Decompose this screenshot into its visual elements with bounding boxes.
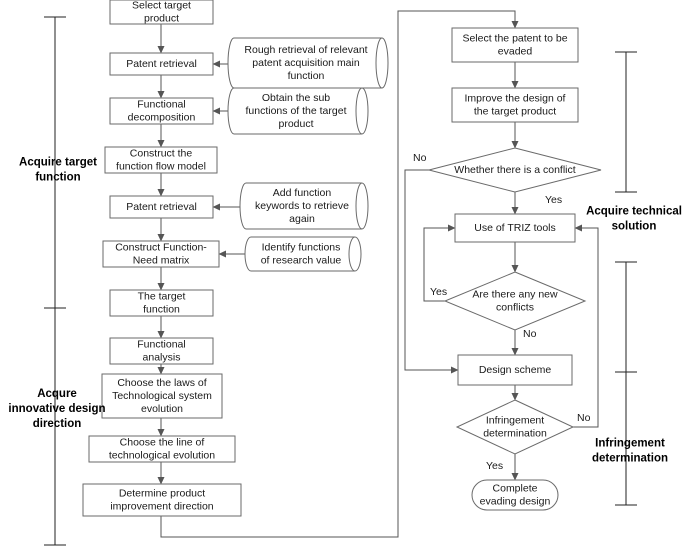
- note-identify-functions-cylinder-end: [348, 236, 356, 272]
- select-target-product-box: [109, 0, 214, 25]
- phase-acquire-innovative-direction-line-1: Acqure: [37, 388, 77, 400]
- infringement-decision-diamond: [455, 399, 575, 455]
- label-new-conflicts-yes: Yes: [430, 286, 447, 298]
- determine-direction-line-2: improvement direction: [110, 501, 213, 513]
- label-conflict-yes: Yes: [545, 194, 562, 206]
- improve-design-line-1: Improve the design of: [465, 93, 566, 105]
- design-scheme-line-1: Design scheme: [479, 364, 552, 376]
- note-rough-retrieval-line-2: patent acquisition main: [252, 57, 360, 69]
- construct-flow-model-line-1: Construct the: [130, 148, 193, 160]
- functional-decomposition-box: [109, 97, 214, 125]
- note-rough-retrieval-cylinder-end: [375, 37, 383, 89]
- conflict-decision-line-1: Whether there is a conflict: [454, 164, 575, 176]
- select-patent-box: [451, 27, 579, 63]
- note-add-keywords-cylinder-end: [355, 182, 363, 230]
- determine-direction-box: [82, 483, 242, 517]
- note-identify-functions-line-2: of research value: [261, 255, 342, 267]
- label-infringement-yes: Yes: [486, 460, 503, 472]
- phase-acquire-target-function-line-2: function: [35, 172, 80, 184]
- phase-acquire-innovative-direction-line-2: innovative design: [8, 403, 105, 415]
- note-obtain-sub-cylinder-end: [355, 87, 363, 135]
- select-patent-line-1: Select the patent to be: [462, 33, 567, 45]
- triz-tools-line-1: Use of TRIZ tools: [474, 222, 556, 234]
- conflict-decision-diamond: [428, 147, 602, 193]
- target-function-line-1: The target: [138, 291, 186, 303]
- choose-laws-line-2: Technological system: [112, 390, 212, 402]
- functional-decomposition-line-1: Functional: [137, 99, 185, 111]
- note-obtain-sub-line-2: functions of the target: [246, 105, 347, 117]
- construct-flow-model-box: [104, 146, 218, 174]
- functional-analysis-box: [109, 337, 214, 365]
- choose-line-box: [88, 435, 236, 463]
- note-obtain-sub-line-1: Obtain the sub: [262, 92, 330, 104]
- patent-retrieval-1-line-1: Patent retrieval: [126, 58, 197, 70]
- phase-infringement-determination-line-2: determination: [592, 453, 668, 465]
- arrow-newconf-yes-to-triz: [423, 224, 456, 302]
- select-patent-line-2: evaded: [498, 46, 533, 58]
- construct-flow-model-line-2: function flow model: [116, 161, 206, 173]
- patent-retrieval-1-box: [109, 52, 214, 76]
- new-conflicts-line-2: conflicts: [496, 302, 534, 314]
- phase-acquire-target-function-line-1: Acquire target: [19, 157, 97, 169]
- improve-design-line-2: the target product: [474, 106, 556, 118]
- note-add-keywords-line-3: again: [289, 213, 315, 225]
- note-obtain-sub-line-3: product: [278, 118, 313, 130]
- triz-tools-box: [454, 213, 576, 243]
- patent-retrieval-2-box: [109, 195, 214, 219]
- construct-matrix-box: [102, 240, 220, 268]
- choose-line-line-1: Choose the line of: [120, 437, 205, 449]
- phase-infringement-determination-line-1: Infringement: [595, 438, 665, 450]
- infringement-decision-line-1: Infringement: [486, 415, 544, 427]
- note-rough-retrieval-line-1: Rough retrieval of relevant: [244, 44, 367, 56]
- label-new-conflicts-no: No: [523, 328, 537, 340]
- choose-laws-box: [101, 373, 223, 419]
- complete-evading-design-line-1: Complete: [493, 483, 538, 495]
- connector-layer: [44, 10, 637, 546]
- note-add-keywords-line-1: Add function: [273, 187, 332, 199]
- target-function-box: [109, 289, 214, 317]
- connector-left-to-right: [160, 10, 519, 538]
- new-conflicts-diamond: [443, 271, 587, 331]
- complete-evading-design-terminator: [471, 479, 559, 511]
- complete-evading-design-line-2: evading design: [480, 496, 551, 508]
- functional-analysis-line-2: analysis: [143, 352, 181, 364]
- note-identify-functions-line-1: Identify functions: [262, 242, 341, 254]
- construct-matrix-line-2: Need matrix: [133, 255, 190, 267]
- note-add-keywords-line-2: keywords to retrieve: [255, 200, 349, 212]
- arrow-infringement-no-to-triz: [573, 224, 599, 428]
- node-layer: [82, 0, 602, 517]
- new-conflicts-line-1: Are there any new: [472, 289, 558, 301]
- phase-acquire-innovative-direction-line-3: direction: [33, 418, 82, 430]
- note-rough-retrieval-line-3: function: [288, 70, 325, 82]
- determine-direction-line-1: Determine product: [119, 488, 205, 500]
- select-target-product-line-2: product: [144, 13, 179, 25]
- patent-retrieval-2-line-1: Patent retrieval: [126, 201, 197, 213]
- target-function-line-2: function: [143, 304, 180, 316]
- infringement-decision-line-2: determination: [483, 428, 547, 440]
- improve-design-box: [451, 87, 579, 123]
- label-infringement-no: No: [577, 412, 591, 424]
- choose-laws-line-3: evolution: [141, 403, 183, 415]
- functional-decomposition-line-2: decomposition: [128, 112, 196, 124]
- phase-acquire-technical-solution-line-1: Acquire technical: [586, 206, 682, 218]
- phase-acquire-technical-solution-line-2: solution: [612, 221, 657, 233]
- choose-line-line-2: technological evolution: [109, 450, 215, 462]
- label-conflict-no: No: [413, 152, 427, 164]
- arrow-conflict-no-to-design: [404, 169, 459, 374]
- design-scheme-box: [457, 354, 573, 386]
- functional-analysis-line-1: Functional: [137, 339, 185, 351]
- construct-matrix-line-1: Construct Function-: [115, 242, 207, 254]
- select-target-product-line-1: Select target: [132, 0, 191, 12]
- choose-laws-line-1: Choose the laws of: [117, 377, 206, 389]
